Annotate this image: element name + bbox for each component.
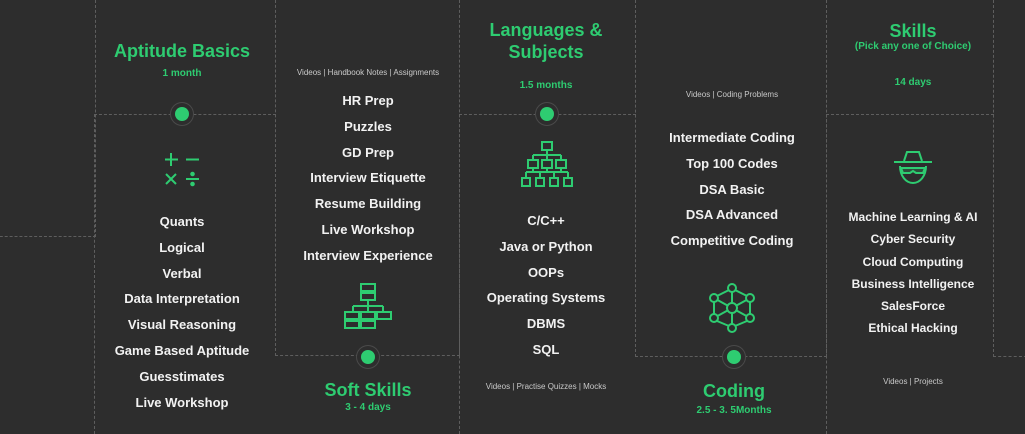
list-item: Logical <box>159 239 205 255</box>
aptitude-duration: 1 month <box>162 68 202 79</box>
languages-title-line1: Languages & <box>489 20 603 40</box>
languages-title: Languages & Subjects <box>446 19 646 63</box>
languages-topic-list: C/C++ Java or Python OOPs Operating Syst… <box>446 208 646 363</box>
coding-meta: Videos | Coding Problems <box>685 90 779 99</box>
milestone-dot-aptitude <box>175 107 189 121</box>
list-item: SQL <box>532 341 560 357</box>
list-item: Interview Experience <box>303 247 433 263</box>
list-item: Machine Learning & AI <box>848 210 978 224</box>
list-item: Resume Building <box>314 196 422 212</box>
list-item: Game Based Aptitude <box>114 342 250 358</box>
hierarchy-icon <box>521 141 573 187</box>
list-item: Java or Python <box>499 238 593 254</box>
list-item: DSA Basic <box>699 181 765 197</box>
list-item: Live Workshop <box>321 221 415 237</box>
list-item: Business Intelligence <box>851 276 975 291</box>
list-item: Competitive Coding <box>670 233 794 249</box>
soft-skills-meta: Videos | Handbook Notes | Assignments <box>296 68 440 77</box>
milestone-dot-languages <box>540 107 554 121</box>
skills-title: Skills <box>889 21 937 41</box>
milestone-dot-coding <box>727 350 741 364</box>
aptitude-title: Aptitude Basics <box>113 41 251 61</box>
soft-skills-title: Soft Skills <box>324 380 412 400</box>
hacker-icon <box>894 151 932 185</box>
connector-segment <box>993 0 1025 357</box>
list-item: Cyber Security <box>870 232 956 247</box>
list-item: Cloud Computing <box>862 254 964 269</box>
skills-duration: 14 days <box>894 77 932 88</box>
list-item: Top 100 Codes <box>686 155 778 171</box>
network-icon <box>709 283 755 333</box>
skills-topic-list: Machine Learning & AI Cyber Security Clo… <box>813 206 1013 340</box>
list-item: OOPs <box>527 264 565 280</box>
list-item: Intermediate Coding <box>669 130 795 145</box>
languages-meta: Videos | Practise Quizzes | Mocks <box>485 382 607 391</box>
list-item: Verbal <box>162 265 202 281</box>
soft-skills-topic-list: HR Prep Puzzles GD Prep Interview Etique… <box>268 88 468 269</box>
list-item: GD Prep <box>341 144 394 160</box>
coding-duration: 2.5 - 3. 5Months <box>696 405 772 416</box>
math-operators-icon <box>165 153 199 187</box>
list-item: Ethical Hacking <box>868 321 958 336</box>
skills-note: (Pick any one of Choice) <box>854 41 972 52</box>
milestone-dot-soft-skills <box>361 350 375 364</box>
connector-segment <box>826 114 994 434</box>
list-item: DSA Advanced <box>685 207 779 223</box>
list-item: C/C++ <box>527 213 565 228</box>
list-item: Operating Systems <box>486 290 606 306</box>
list-item: SalesForce <box>880 299 946 314</box>
soft-skills-duration: 3 - 4 days <box>345 402 391 413</box>
languages-title-line2: Subjects <box>508 42 584 62</box>
languages-duration: 1.5 months <box>519 80 573 91</box>
coding-title: Coding <box>703 381 765 401</box>
list-item: Data Interpretation <box>124 291 240 307</box>
list-item: Interview Etiquette <box>310 170 426 186</box>
list-item: Live Workshop <box>135 394 229 410</box>
list-item: Quants <box>159 214 205 229</box>
skills-meta: Videos | Projects <box>883 377 943 386</box>
flowchart-icon <box>344 283 392 329</box>
list-item: Visual Reasoning <box>127 317 237 333</box>
coding-topic-list: Intermediate Coding Top 100 Codes DSA Ba… <box>632 125 832 254</box>
list-item: DBMS <box>526 316 566 332</box>
aptitude-topic-list: Quants Logical Verbal Data Interpretatio… <box>82 209 282 415</box>
list-item: HR Prep <box>342 93 394 108</box>
list-item: Puzzles <box>344 118 392 134</box>
list-item: Guesstimates <box>139 368 225 384</box>
connector-segment <box>0 0 96 237</box>
